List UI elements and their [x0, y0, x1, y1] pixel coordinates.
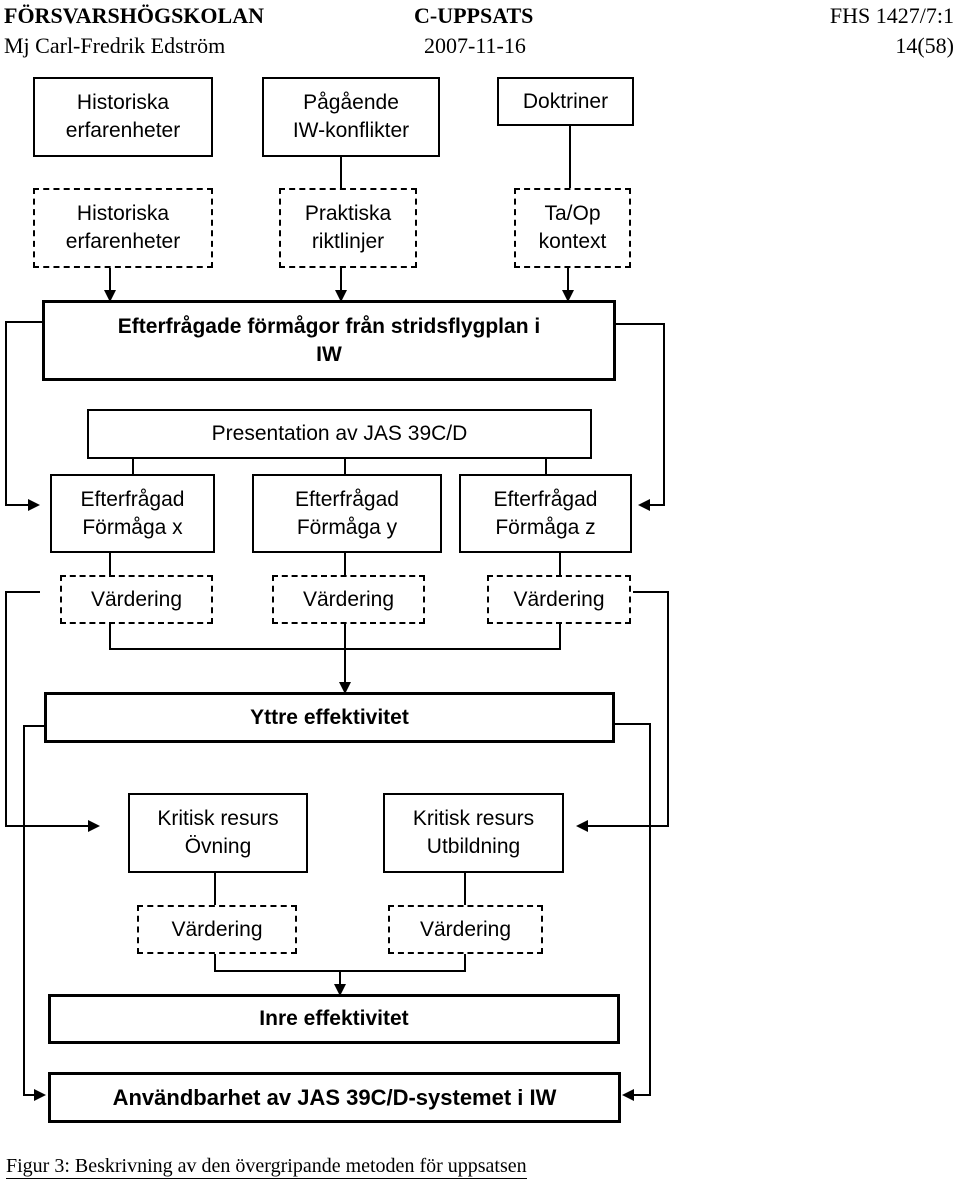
box-formaga-y: Efterfrågad Förmåga y [252, 474, 442, 553]
box-kritisk-resurs-ovning: Kritisk resurs Övning [128, 793, 308, 873]
box-pagaende-iw-konflikter: Pågående IW-konflikter [262, 77, 440, 157]
box-top-historiska-erfarenheter: Historiska erfarenheter [33, 77, 213, 157]
box-vardering-4: Värdering [137, 905, 297, 954]
box-vardering-2: Värdering [272, 575, 425, 624]
box-vardering-5: Värdering [388, 905, 543, 954]
box-mid-historiska-erfarenheter: Historiska erfarenheter [33, 188, 213, 268]
box-formaga-z: Efterfrågad Förmåga z [459, 474, 632, 553]
box-praktiska-riktlinjer: Praktiska riktlinjer [279, 188, 417, 268]
box-efterfragade-formagor: Efterfrågade förmågor från stridsflygpla… [42, 300, 616, 381]
header-school: FÖRSVARSHÖGSKOLAN [4, 3, 264, 28]
box-vardering-3: Värdering [487, 575, 631, 624]
box-inre-effektivitet: Inre effektivitet [48, 994, 620, 1044]
box-taop-kontext: Ta/Op kontext [514, 188, 631, 268]
header-page: 14(58) [895, 33, 954, 58]
box-kritisk-resurs-utbildning: Kritisk resurs Utbildning [383, 793, 564, 873]
header-doc-type: C-UPPSATS [414, 3, 534, 28]
header-date: 2007-11-16 [424, 33, 526, 58]
figure-caption: Figur 3: Beskrivning av den övergripande… [6, 1155, 527, 1179]
box-formaga-x: Efterfrågad Förmåga x [50, 474, 215, 553]
box-doktriner: Doktriner [497, 77, 634, 126]
box-yttre-effektivitet: Yttre effektivitet [44, 692, 615, 743]
box-vardering-1: Värdering [60, 575, 213, 624]
box-presentation-jas: Presentation av JAS 39C/D [87, 409, 592, 459]
header-author: Mj Carl-Fredrik Edström [4, 33, 226, 58]
header-doc-id: FHS 1427/7:1 [829, 3, 954, 28]
box-anvandbarhet-jas: Användbarhet av JAS 39C/D-systemet i IW [48, 1072, 621, 1123]
